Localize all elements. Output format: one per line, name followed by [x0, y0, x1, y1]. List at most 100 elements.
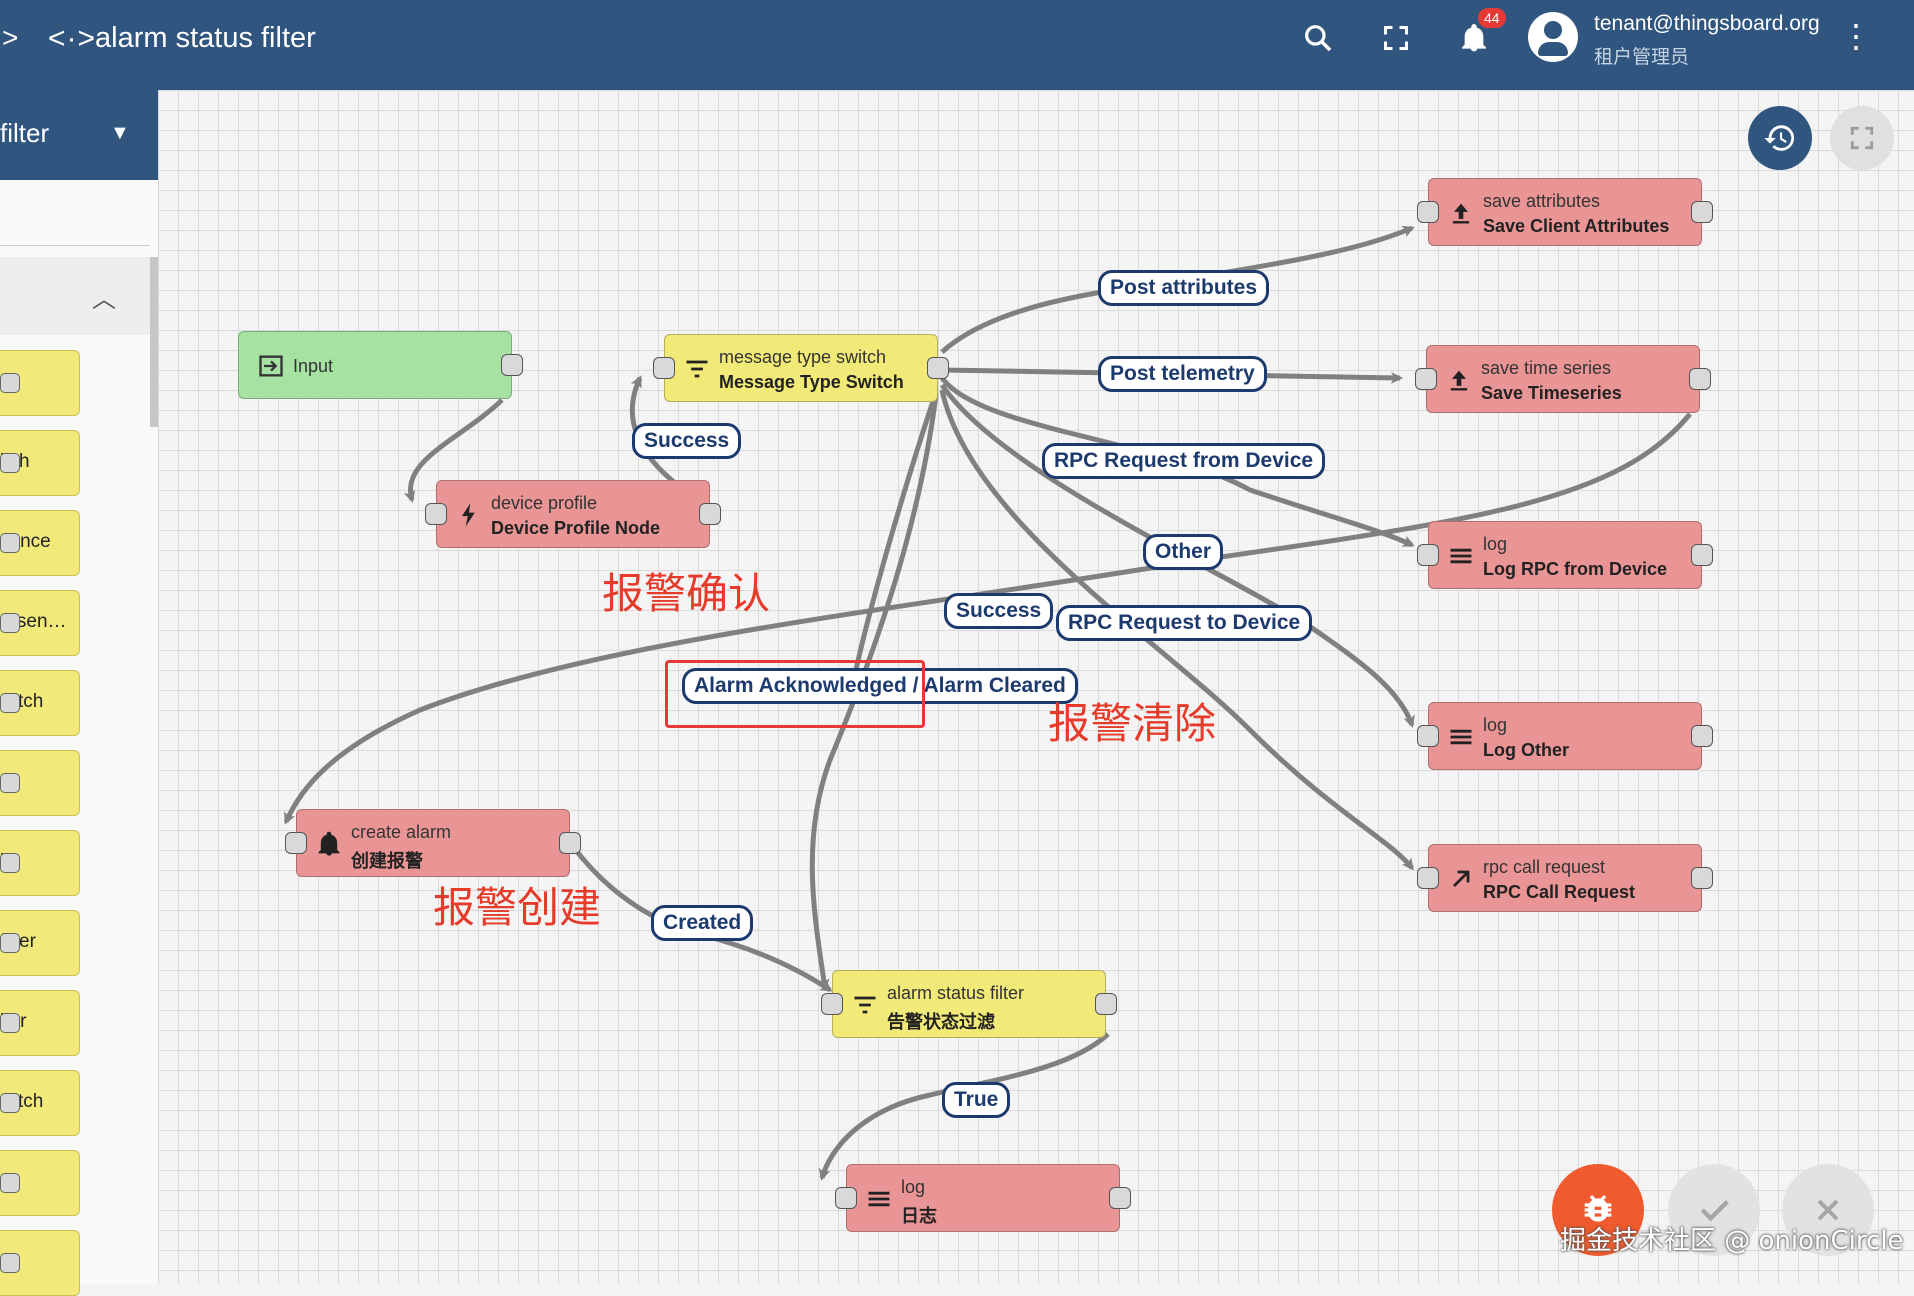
node-rpc-call-request[interactable]: rpc call request RPC Call Request: [1417, 844, 1713, 912]
search-icon[interactable]: [1298, 18, 1338, 58]
output-port: [0, 1173, 20, 1193]
version-history-button[interactable]: [1748, 106, 1812, 170]
user-email: tenant@thingsboard.org: [1594, 12, 1820, 35]
palette-node-item[interactable]: lter: [0, 990, 80, 1056]
node-name: Save Client Attributes: [1483, 216, 1670, 236]
decline-changes-button[interactable]: [1782, 1164, 1874, 1256]
palette-section-header[interactable]: ︿: [0, 257, 150, 335]
node-input[interactable]: Input: [238, 331, 523, 399]
output-port: [0, 933, 20, 953]
notifications-bell-icon[interactable]: [1454, 18, 1494, 58]
chevron-up-icon[interactable]: ︿: [92, 286, 116, 313]
debug-mode-button[interactable]: [1552, 1164, 1644, 1256]
edge-label-rpc-to-device[interactable]: RPC Request to Device: [1056, 605, 1313, 641]
input-port[interactable]: [1417, 201, 1439, 223]
node-log-other[interactable]: log Log Other: [1417, 702, 1713, 770]
node-type: log: [901, 1177, 926, 1197]
output-port[interactable]: [927, 357, 949, 379]
output-port[interactable]: [1691, 725, 1713, 747]
output-port[interactable]: [1691, 867, 1713, 889]
history-icon: [1764, 125, 1795, 151]
close-icon: [1817, 1199, 1839, 1221]
output-port[interactable]: [1109, 1187, 1131, 1209]
node-log-cn[interactable]: log 日志: [835, 1164, 1131, 1232]
input-port[interactable]: [1415, 368, 1437, 390]
top-toolbar: > <·> alarm status filter 44 tenant@thin…: [0, 0, 1914, 90]
input-port[interactable]: [1417, 867, 1439, 889]
node-create-alarm[interactable]: create alarm 创建报警: [285, 809, 581, 877]
palette-node-item[interactable]: [0, 750, 80, 816]
more-vert-icon[interactable]: ⋮: [1840, 18, 1872, 54]
node-save-attributes[interactable]: save attributes Save Client Attributes: [1417, 178, 1713, 246]
edge-label-alarm-ack-cleared[interactable]: Alarm Acknowledged / Alarm Cleared: [682, 668, 1078, 704]
annotation-create: 报警创建: [433, 883, 602, 932]
node-message-type-switch[interactable]: message type switch Message Type Switch: [653, 334, 949, 402]
output-port: [0, 533, 20, 553]
palette-node-item[interactable]: [0, 1230, 80, 1296]
node-device-profile[interactable]: device profile Device Profile Node: [425, 480, 721, 548]
canvas-fullscreen-button[interactable]: [1830, 106, 1894, 170]
output-port[interactable]: [699, 503, 721, 525]
output-port: [0, 693, 20, 713]
input-port[interactable]: [425, 503, 447, 525]
notifications-badge: 44: [1478, 8, 1506, 28]
edge-label-other[interactable]: Other: [1143, 534, 1224, 570]
output-port: [0, 1093, 20, 1113]
edge-label-true[interactable]: True: [942, 1082, 1011, 1118]
input-port[interactable]: [285, 832, 307, 854]
menu-lines-icon: [868, 1191, 890, 1207]
bolt-icon: [462, 503, 475, 527]
arrow-up-right-icon: [1453, 870, 1470, 887]
output-port[interactable]: [501, 354, 523, 376]
input-port[interactable]: [653, 357, 675, 379]
menu-lines-icon: [1450, 729, 1472, 745]
palette-search-underline: [0, 245, 150, 246]
edge-label-success-top[interactable]: Success: [632, 423, 742, 459]
node-log-rpc-from-device[interactable]: log Log RPC from Device: [1417, 521, 1713, 589]
node-type: log: [1483, 715, 1508, 735]
palette-node-item[interactable]: witch: [0, 1070, 80, 1136]
output-port[interactable]: [559, 832, 581, 854]
output-port[interactable]: [1689, 368, 1711, 390]
node-type: create alarm: [351, 822, 452, 842]
node-name: Message Type Switch: [719, 372, 904, 392]
fullscreen-icon[interactable]: [1376, 18, 1416, 58]
watermark: 掘金技术社区 @ onionCircle: [1560, 1226, 1904, 1256]
filter-icon: [686, 360, 708, 378]
avatar[interactable]: [1528, 12, 1578, 62]
output-port: [0, 1013, 20, 1033]
back-icon[interactable]: >: [2, 22, 19, 53]
input-port[interactable]: [1417, 544, 1439, 566]
node-name: Save Timeseries: [1481, 383, 1622, 403]
edge-label-created[interactable]: Created: [651, 905, 754, 941]
node-type: save time series: [1481, 358, 1612, 378]
palette-scrollbar[interactable]: [150, 257, 158, 427]
edge-label-post-telemetry[interactable]: Post telemetry: [1098, 356, 1267, 392]
input-port[interactable]: [821, 993, 843, 1015]
palette-node-item[interactable]: resen…: [0, 590, 80, 656]
palette-node-item[interactable]: itch: [0, 430, 80, 496]
palette-node-item[interactable]: filter: [0, 910, 80, 976]
output-port[interactable]: [1095, 993, 1117, 1015]
output-port: [0, 1253, 20, 1273]
palette-filter-header[interactable]: filter ▼: [0, 90, 158, 180]
input-port[interactable]: [835, 1187, 857, 1209]
apply-changes-button[interactable]: [1668, 1164, 1760, 1256]
edge-label-post-attributes[interactable]: Post attributes: [1098, 270, 1270, 306]
output-port: [0, 853, 20, 873]
palette-node-item[interactable]: [0, 1150, 80, 1216]
palette-node-item[interactable]: sence: [0, 510, 80, 576]
palette-node-item[interactable]: h: [0, 830, 80, 896]
node-alarm-status-filter[interactable]: alarm status filter 告警状态过滤: [821, 970, 1117, 1038]
dropdown-caret-icon[interactable]: ▼: [110, 122, 130, 144]
output-port[interactable]: [1691, 201, 1713, 223]
edge-label-rpc-from-device[interactable]: RPC Request from Device: [1042, 443, 1326, 479]
palette-node-item[interactable]: er: [0, 350, 80, 416]
input-port[interactable]: [1417, 725, 1439, 747]
annotation-ack: 报警确认: [602, 569, 771, 618]
node-name: 告警状态过滤: [887, 1012, 995, 1032]
edge-label-success-mid[interactable]: Success: [944, 593, 1054, 629]
palette-node-item[interactable]: witch: [0, 670, 80, 736]
output-port[interactable]: [1691, 544, 1713, 566]
node-save-timeseries[interactable]: save time series Save Timeseries: [1415, 345, 1711, 413]
